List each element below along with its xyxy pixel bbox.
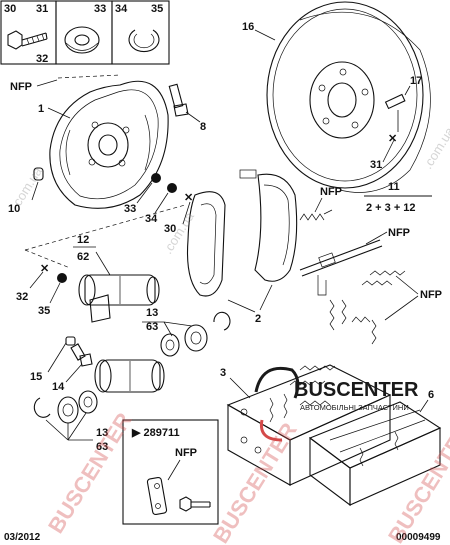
label-32b: 32: [16, 291, 28, 303]
watermarks: BUSCENTER BUSCENTER BUSCENTER .com.ua .c…: [8, 124, 450, 545]
x-mark-30: ✕: [184, 192, 193, 204]
label-15: 15: [30, 371, 42, 383]
hardware-kit-6: [308, 401, 442, 507]
reference-box: ▶ 289711 NFP: [122, 419, 219, 525]
adjuster-strut: [299, 239, 383, 296]
seal-kit-lower: [33, 390, 98, 424]
footer-date: 03/2012: [4, 532, 41, 543]
label-3: 3: [220, 367, 226, 379]
watermark-domain-1: .com.ua: [8, 164, 46, 212]
label-63: 63: [146, 321, 158, 333]
footer-code: 00009499: [396, 532, 441, 543]
label-nfp-right2: NFP: [420, 289, 442, 301]
reference-289711: ▶ 289711: [131, 427, 180, 439]
wheel-stud-17: [384, 85, 411, 110]
backing-plate: [49, 80, 169, 209]
label-16: 16: [242, 21, 254, 33]
x-mark-32: ✕: [40, 263, 49, 275]
label-17: 17: [410, 75, 422, 87]
logo-tagline-text: АВТОМОБІЛЬНІ ЗАПЧАСТИНИ: [300, 403, 409, 412]
label-13b: 13: [96, 427, 108, 439]
brake-shoes: [186, 169, 298, 297]
label-31: 31: [36, 3, 48, 15]
label-11: 11: [388, 181, 400, 193]
seal-kit-upper: [160, 311, 231, 357]
label-35b: 35: [38, 305, 50, 317]
marker-33: [151, 173, 161, 183]
label-34: 34: [115, 3, 128, 15]
small-spring-nfp: [299, 209, 333, 221]
label-33b: 33: [124, 203, 136, 215]
label-10: 10: [8, 203, 20, 215]
label-6: 6: [428, 389, 434, 401]
label-31b: 31: [370, 159, 382, 171]
label-30: 30: [4, 3, 16, 15]
label-35: 35: [151, 3, 163, 15]
plug-10: [33, 167, 44, 181]
label-63b: 63: [96, 441, 108, 453]
marker-35: [57, 273, 67, 283]
bleed-screw-8: [168, 83, 189, 117]
label-62: 62: [77, 251, 89, 263]
label-13: 13: [146, 307, 158, 319]
label-34b: 34: [145, 213, 158, 225]
watermark-brand-2: BUSCENTER: [208, 418, 302, 545]
marker-34: [167, 183, 177, 193]
wheel-cylinder-upper: [78, 274, 160, 323]
label-32: 32: [36, 53, 48, 65]
split-washer-35-icon: [128, 29, 160, 53]
watermark-domain-3: .com.ua: [420, 124, 450, 172]
bracket-and-bolt: [146, 476, 211, 516]
bolt-30-icon: [7, 30, 48, 50]
washer-33-icon: [64, 26, 100, 54]
logo-brand-text: BUSCENTER: [294, 379, 419, 401]
wheel-cylinder-lower: [94, 359, 165, 393]
label-nfp-mid: NFP: [320, 186, 342, 198]
hardware-legend-boxes: 30 31 32 33 34 35: [0, 0, 170, 65]
label-33: 33: [94, 3, 106, 15]
buscenter-logo: BUSCENTER АВТОМОБІЛЬНІ ЗАПЧАСТИНИ: [254, 366, 419, 442]
label-nfp-top: NFP: [10, 81, 32, 93]
label-1: 1: [38, 103, 44, 115]
label-30b: 30: [164, 223, 176, 235]
x-mark-31: ✕: [388, 133, 397, 145]
bleed-nipple-14-15: [65, 336, 93, 367]
label-2: 2: [255, 313, 261, 325]
brake-drum: [266, 1, 431, 193]
label-nfp-right1: NFP: [388, 227, 410, 239]
label-2-3-12: 2 + 3 + 12: [366, 202, 416, 214]
label-12: 12: [77, 234, 89, 246]
label-nfp-box: NFP: [175, 447, 197, 459]
label-14: 14: [52, 381, 65, 393]
label-8: 8: [200, 121, 206, 133]
return-springs: [329, 270, 406, 345]
